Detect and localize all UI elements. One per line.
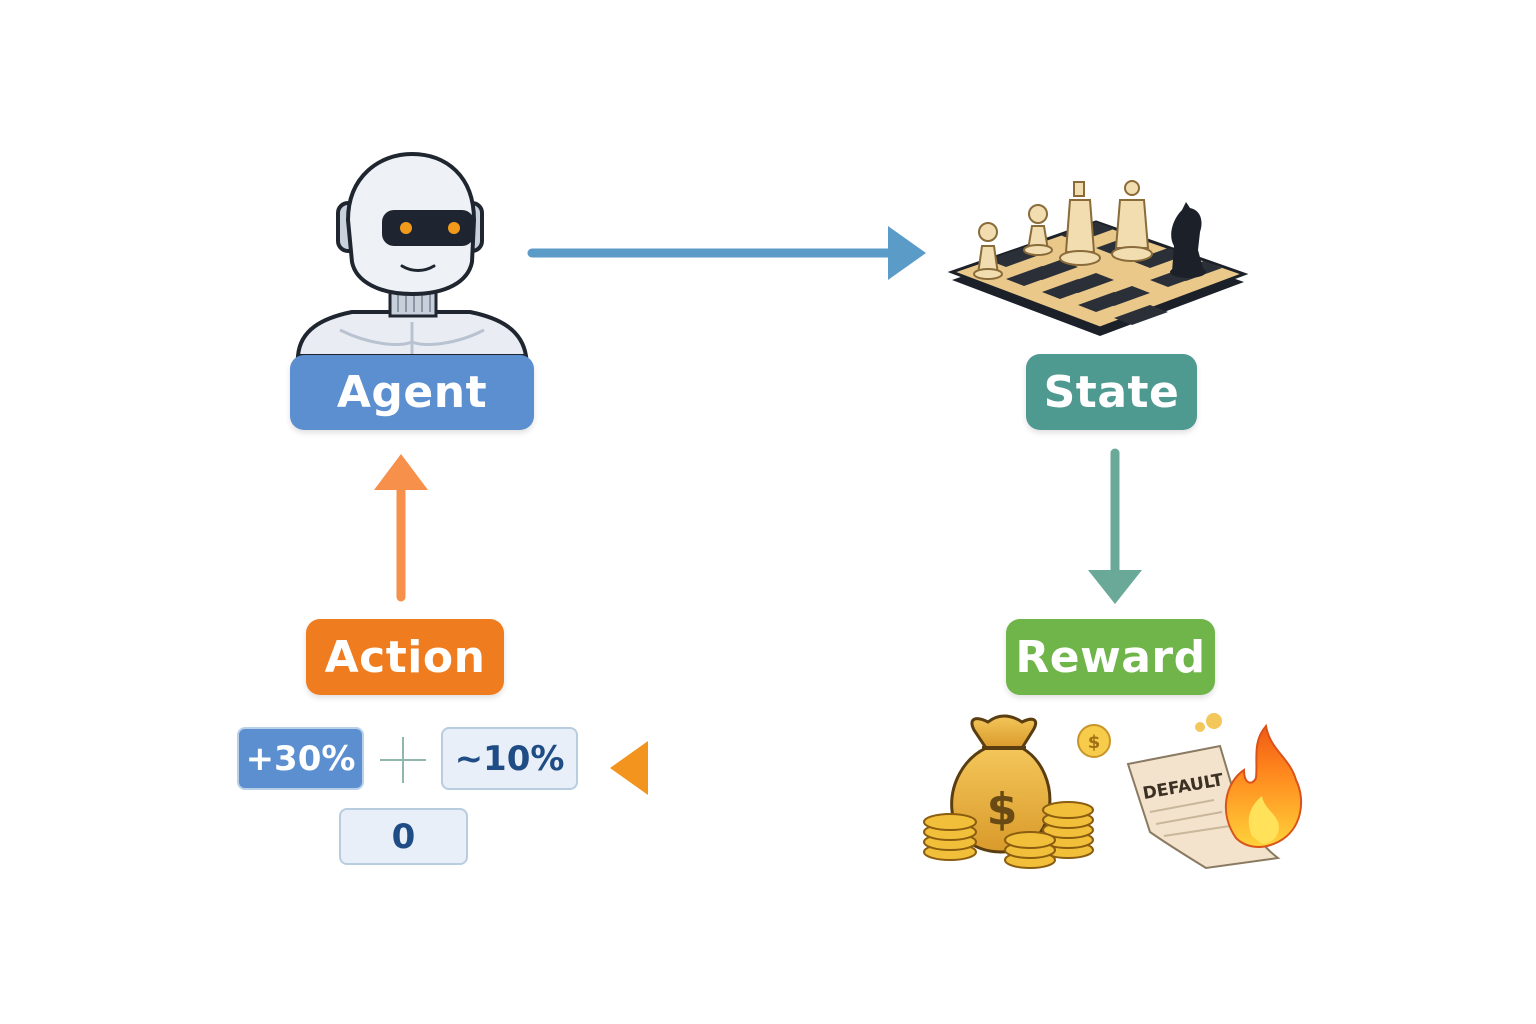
money-bag-icon: $ $ bbox=[923, 714, 1111, 869]
reward-label: Reward bbox=[1015, 631, 1206, 683]
state-node: State bbox=[1026, 354, 1197, 430]
action-option-increase: +30% bbox=[237, 727, 364, 790]
arrow-state-to-reward bbox=[1088, 448, 1142, 604]
action-option-decrease: ~10% bbox=[441, 727, 578, 790]
arrow-action-to-agent bbox=[374, 454, 428, 602]
action-option-decrease-label: ~10% bbox=[454, 738, 565, 779]
action-option-hold-label: 0 bbox=[391, 816, 416, 857]
reward-node: Reward bbox=[1006, 619, 1215, 695]
floating-coin-dollar: $ bbox=[1088, 732, 1101, 753]
plus-sign bbox=[380, 737, 426, 783]
action-option-hold: 0 bbox=[339, 808, 468, 865]
action-option-increase-label: +30% bbox=[245, 738, 356, 779]
agent-node: Agent bbox=[290, 355, 534, 430]
state-label: State bbox=[1043, 366, 1180, 418]
arrow-reward-to-action bbox=[610, 741, 927, 795]
arrow-agent-to-state bbox=[527, 226, 926, 280]
dollar-sign: $ bbox=[987, 784, 1018, 835]
action-node: Action bbox=[306, 619, 504, 695]
burning-default-document-icon: DEFAULT bbox=[1126, 713, 1303, 870]
robot-icon bbox=[295, 151, 529, 358]
agent-label: Agent bbox=[336, 367, 488, 418]
chessboard-icon bbox=[947, 180, 1249, 336]
action-label: Action bbox=[324, 631, 486, 683]
